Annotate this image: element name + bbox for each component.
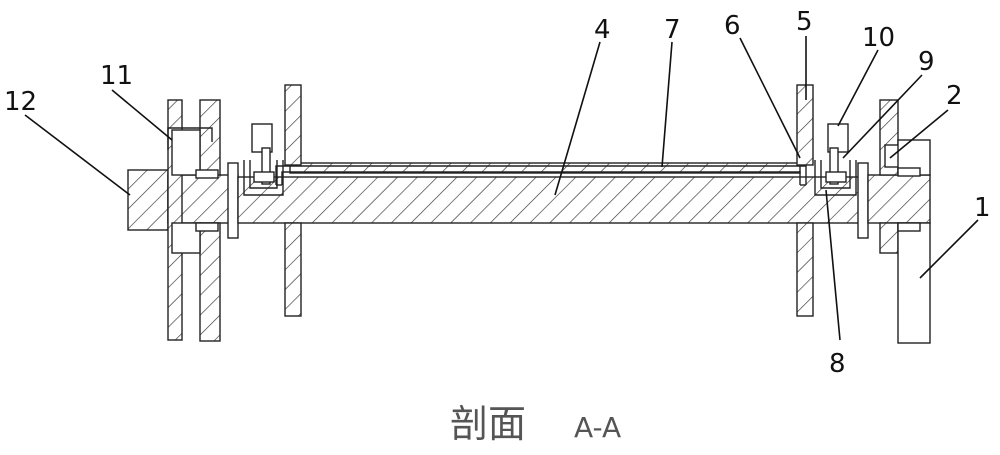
leader-6 (739, 37, 801, 159)
right-clamp-channel (814, 160, 857, 196)
right-flange-bottom (796, 222, 814, 317)
caption: 剖面 A-A (450, 402, 621, 446)
left-end-assembly (127, 99, 239, 342)
label-2: 2 (946, 81, 963, 111)
right-bearing-top (897, 167, 921, 177)
inner-liner (275, 165, 807, 185)
roller-shaft (237, 176, 861, 224)
label-1: 1 (974, 193, 991, 223)
left-flange-top (284, 84, 302, 166)
leader-4 (554, 41, 601, 196)
right-clamp-channel-inner (820, 160, 851, 189)
right-stub-shaft (867, 174, 931, 224)
right-end-assembly (867, 99, 931, 344)
right-clamp-pin (829, 147, 839, 185)
label-5: 5 (796, 7, 813, 37)
caption-prefix: 剖面 (450, 402, 526, 446)
leader-9 (842, 74, 923, 159)
leader-1 (919, 219, 979, 279)
leader-2 (889, 109, 949, 159)
inner-liner-inner (281, 171, 801, 185)
left-frame-plate-inner-bottom (199, 222, 221, 342)
right-collar (857, 162, 869, 239)
roller-sleeve (289, 162, 801, 174)
label-6: 6 (724, 11, 741, 41)
right-support-lower (897, 222, 931, 344)
leader-10 (837, 49, 879, 127)
leader-8 (825, 189, 841, 341)
caption-section: A-A (574, 411, 621, 444)
right-clamp-seat (825, 171, 847, 183)
leader-12 (24, 114, 131, 196)
right-frame-plate-bottom (879, 222, 899, 254)
left-bearing-top (195, 169, 219, 179)
left-flange-group (243, 84, 302, 317)
label-7: 7 (664, 15, 681, 45)
left-bracket-11 (167, 127, 213, 150)
left-clamp-channel (243, 160, 284, 196)
right-bearing-bottom (897, 222, 921, 232)
left-clamp-channel-inner (249, 160, 278, 189)
label-10: 10 (862, 23, 895, 53)
left-bearing-bottom (195, 222, 219, 232)
left-flange-bottom (284, 222, 302, 317)
leader-11 (111, 89, 173, 141)
label-11: 11 (100, 61, 133, 91)
left-collar (227, 162, 239, 239)
leader-7 (661, 41, 673, 168)
label-12: 12 (4, 87, 37, 117)
label-8: 8 (829, 349, 846, 379)
right-flange-top (796, 84, 814, 166)
label-9: 9 (918, 47, 935, 77)
left-clamp-seat (253, 171, 275, 183)
left-clamp-pin (261, 147, 271, 185)
central-roller (237, 162, 861, 224)
left-end-cap (127, 169, 169, 231)
part-numbers: 12 11 4 7 6 5 10 9 2 1 8 (4, 7, 991, 379)
right-flange-group (796, 84, 869, 317)
left-bearing-housing-top (171, 129, 201, 176)
left-frame-plate-inner-top (199, 99, 221, 176)
leader-lines (24, 36, 979, 341)
label-4: 4 (594, 15, 611, 45)
